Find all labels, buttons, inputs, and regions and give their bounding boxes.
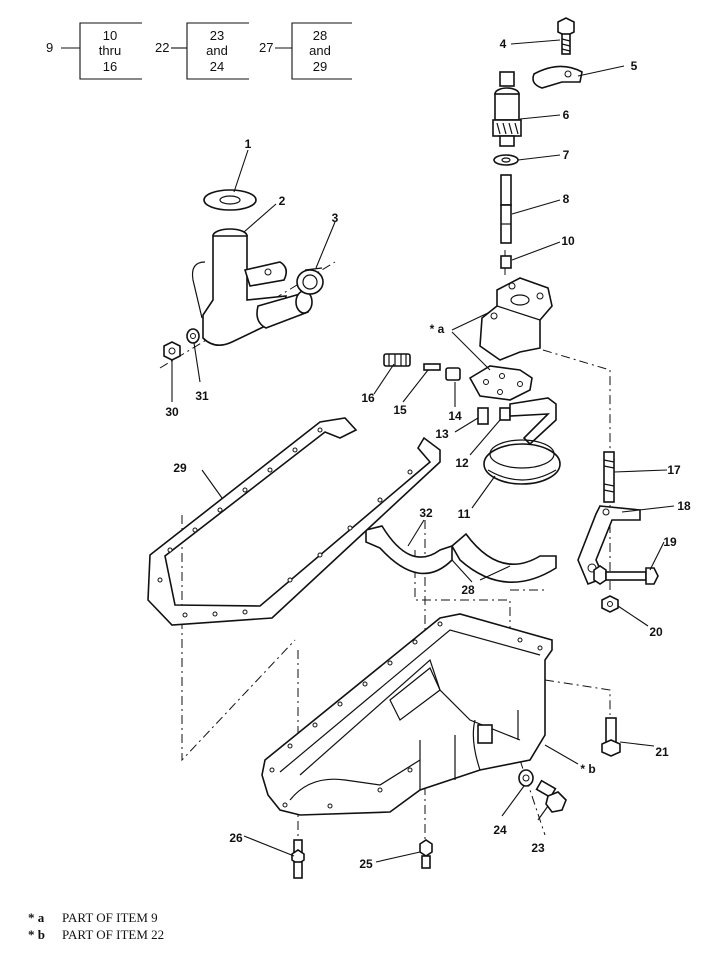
- pump-dowel: [477, 407, 489, 425]
- callout-b: * b: [580, 762, 595, 776]
- callout-21: 21: [655, 745, 669, 759]
- callout-5: 5: [631, 59, 638, 73]
- footnotes: * a PART OF ITEM 9 * b PART OF ITEM 22: [28, 909, 164, 943]
- callout-2: 2: [279, 194, 286, 208]
- rear-main-bearing-seal: [365, 525, 453, 575]
- callout-10: 10: [561, 234, 575, 248]
- stud: [603, 451, 615, 503]
- tube-seal-ring: [296, 267, 324, 295]
- callout-3: 3: [332, 211, 339, 225]
- relief-valve-spring: [383, 353, 411, 367]
- callout-28: 28: [461, 583, 475, 597]
- reference-box-key: 9: [46, 40, 53, 55]
- reference-box-key: 22: [155, 40, 169, 55]
- callout-17: 17: [667, 463, 681, 477]
- reference-box-line: 10: [103, 28, 117, 43]
- thrust-washer: [493, 154, 519, 166]
- pan-stud-26: [291, 839, 305, 879]
- reference-box-line: 23: [210, 28, 224, 43]
- callout-11: 11: [458, 507, 471, 521]
- footnote-mark: * b: [28, 927, 45, 942]
- oil-filler-tube: [191, 228, 313, 346]
- reference-box-22: 22 23 and 24: [155, 22, 249, 80]
- hex-nut: [163, 341, 181, 361]
- callout-1: 1: [245, 137, 252, 151]
- tube-fitting: [499, 397, 557, 446]
- pump-cover: [468, 365, 533, 401]
- callout-6: 6: [563, 108, 570, 122]
- pan-bolt-21: [601, 717, 621, 757]
- reference-box-line: 29: [313, 59, 327, 74]
- oil-pan-gasket: [147, 417, 441, 626]
- drive-shaft-gear: [492, 71, 522, 147]
- callout-16: 16: [361, 391, 375, 405]
- oil-pan: [261, 613, 553, 816]
- callout-23: 23: [531, 841, 545, 855]
- oil-pump-body: [479, 277, 553, 361]
- callout-25: 25: [359, 857, 373, 871]
- reference-box-line: 28: [313, 28, 327, 43]
- callout-24: 24: [493, 823, 507, 837]
- reference-box-line: and: [309, 43, 331, 58]
- callout-19: 19: [663, 535, 677, 549]
- footnote-text: PART OF ITEM 22: [62, 927, 165, 942]
- callout-29: 29: [173, 461, 187, 475]
- callout-26: 26: [229, 831, 243, 845]
- callout-12: 12: [455, 456, 469, 470]
- callout-8: 8: [563, 192, 570, 206]
- pan-bolt-25: [419, 839, 433, 869]
- relief-valve-plunger: [445, 367, 461, 381]
- reference-box-line: thru: [99, 43, 121, 58]
- callout-30: 30: [165, 405, 179, 419]
- bolt: [557, 17, 575, 55]
- drain-plug-gasket: [518, 769, 534, 787]
- oil-filler-cap: [203, 189, 257, 211]
- leader-lines: [171, 39, 675, 863]
- callout-labels: 1 2 3 4 5 6 7 8 10 * a 16 15 14 13 12 11…: [165, 37, 691, 871]
- bracket-nut: [601, 595, 619, 613]
- reference-box-line: 16: [103, 59, 117, 74]
- callout-20: 20: [649, 625, 663, 639]
- reference-box-line: 24: [210, 59, 224, 74]
- reference-box-27: 27 28 and 29: [259, 22, 352, 80]
- reference-box-key: 27: [259, 40, 273, 55]
- callout-32: 32: [419, 506, 433, 520]
- reference-box-line: and: [206, 43, 228, 58]
- front-main-bearing-seal: [450, 532, 557, 584]
- footnote-text: PART OF ITEM 9: [62, 910, 158, 925]
- footnote-b: * b PART OF ITEM 22: [28, 926, 164, 943]
- bracket-bolt: [593, 565, 659, 585]
- drive-shaft-extension: [500, 174, 512, 244]
- callout-13: 13: [435, 427, 449, 441]
- drive-sleeve: [500, 255, 512, 269]
- callout-a: * a: [430, 322, 445, 336]
- reference-box-9: 9 10 thru 16: [46, 22, 142, 80]
- retaining-clamp: [532, 65, 583, 89]
- drain-plug: [535, 779, 567, 813]
- relief-valve-pin: [423, 363, 441, 371]
- oil-pickup-screen: [483, 439, 561, 485]
- callout-18: 18: [677, 499, 691, 513]
- callout-31: 31: [195, 389, 209, 403]
- lock-washer: [186, 328, 200, 344]
- footnote-mark: * a: [28, 910, 45, 925]
- footnote-a: * a PART OF ITEM 9: [28, 909, 164, 926]
- callout-7: 7: [563, 148, 570, 162]
- callout-15: 15: [393, 403, 407, 417]
- callout-14: 14: [448, 409, 462, 423]
- callout-4: 4: [500, 37, 507, 51]
